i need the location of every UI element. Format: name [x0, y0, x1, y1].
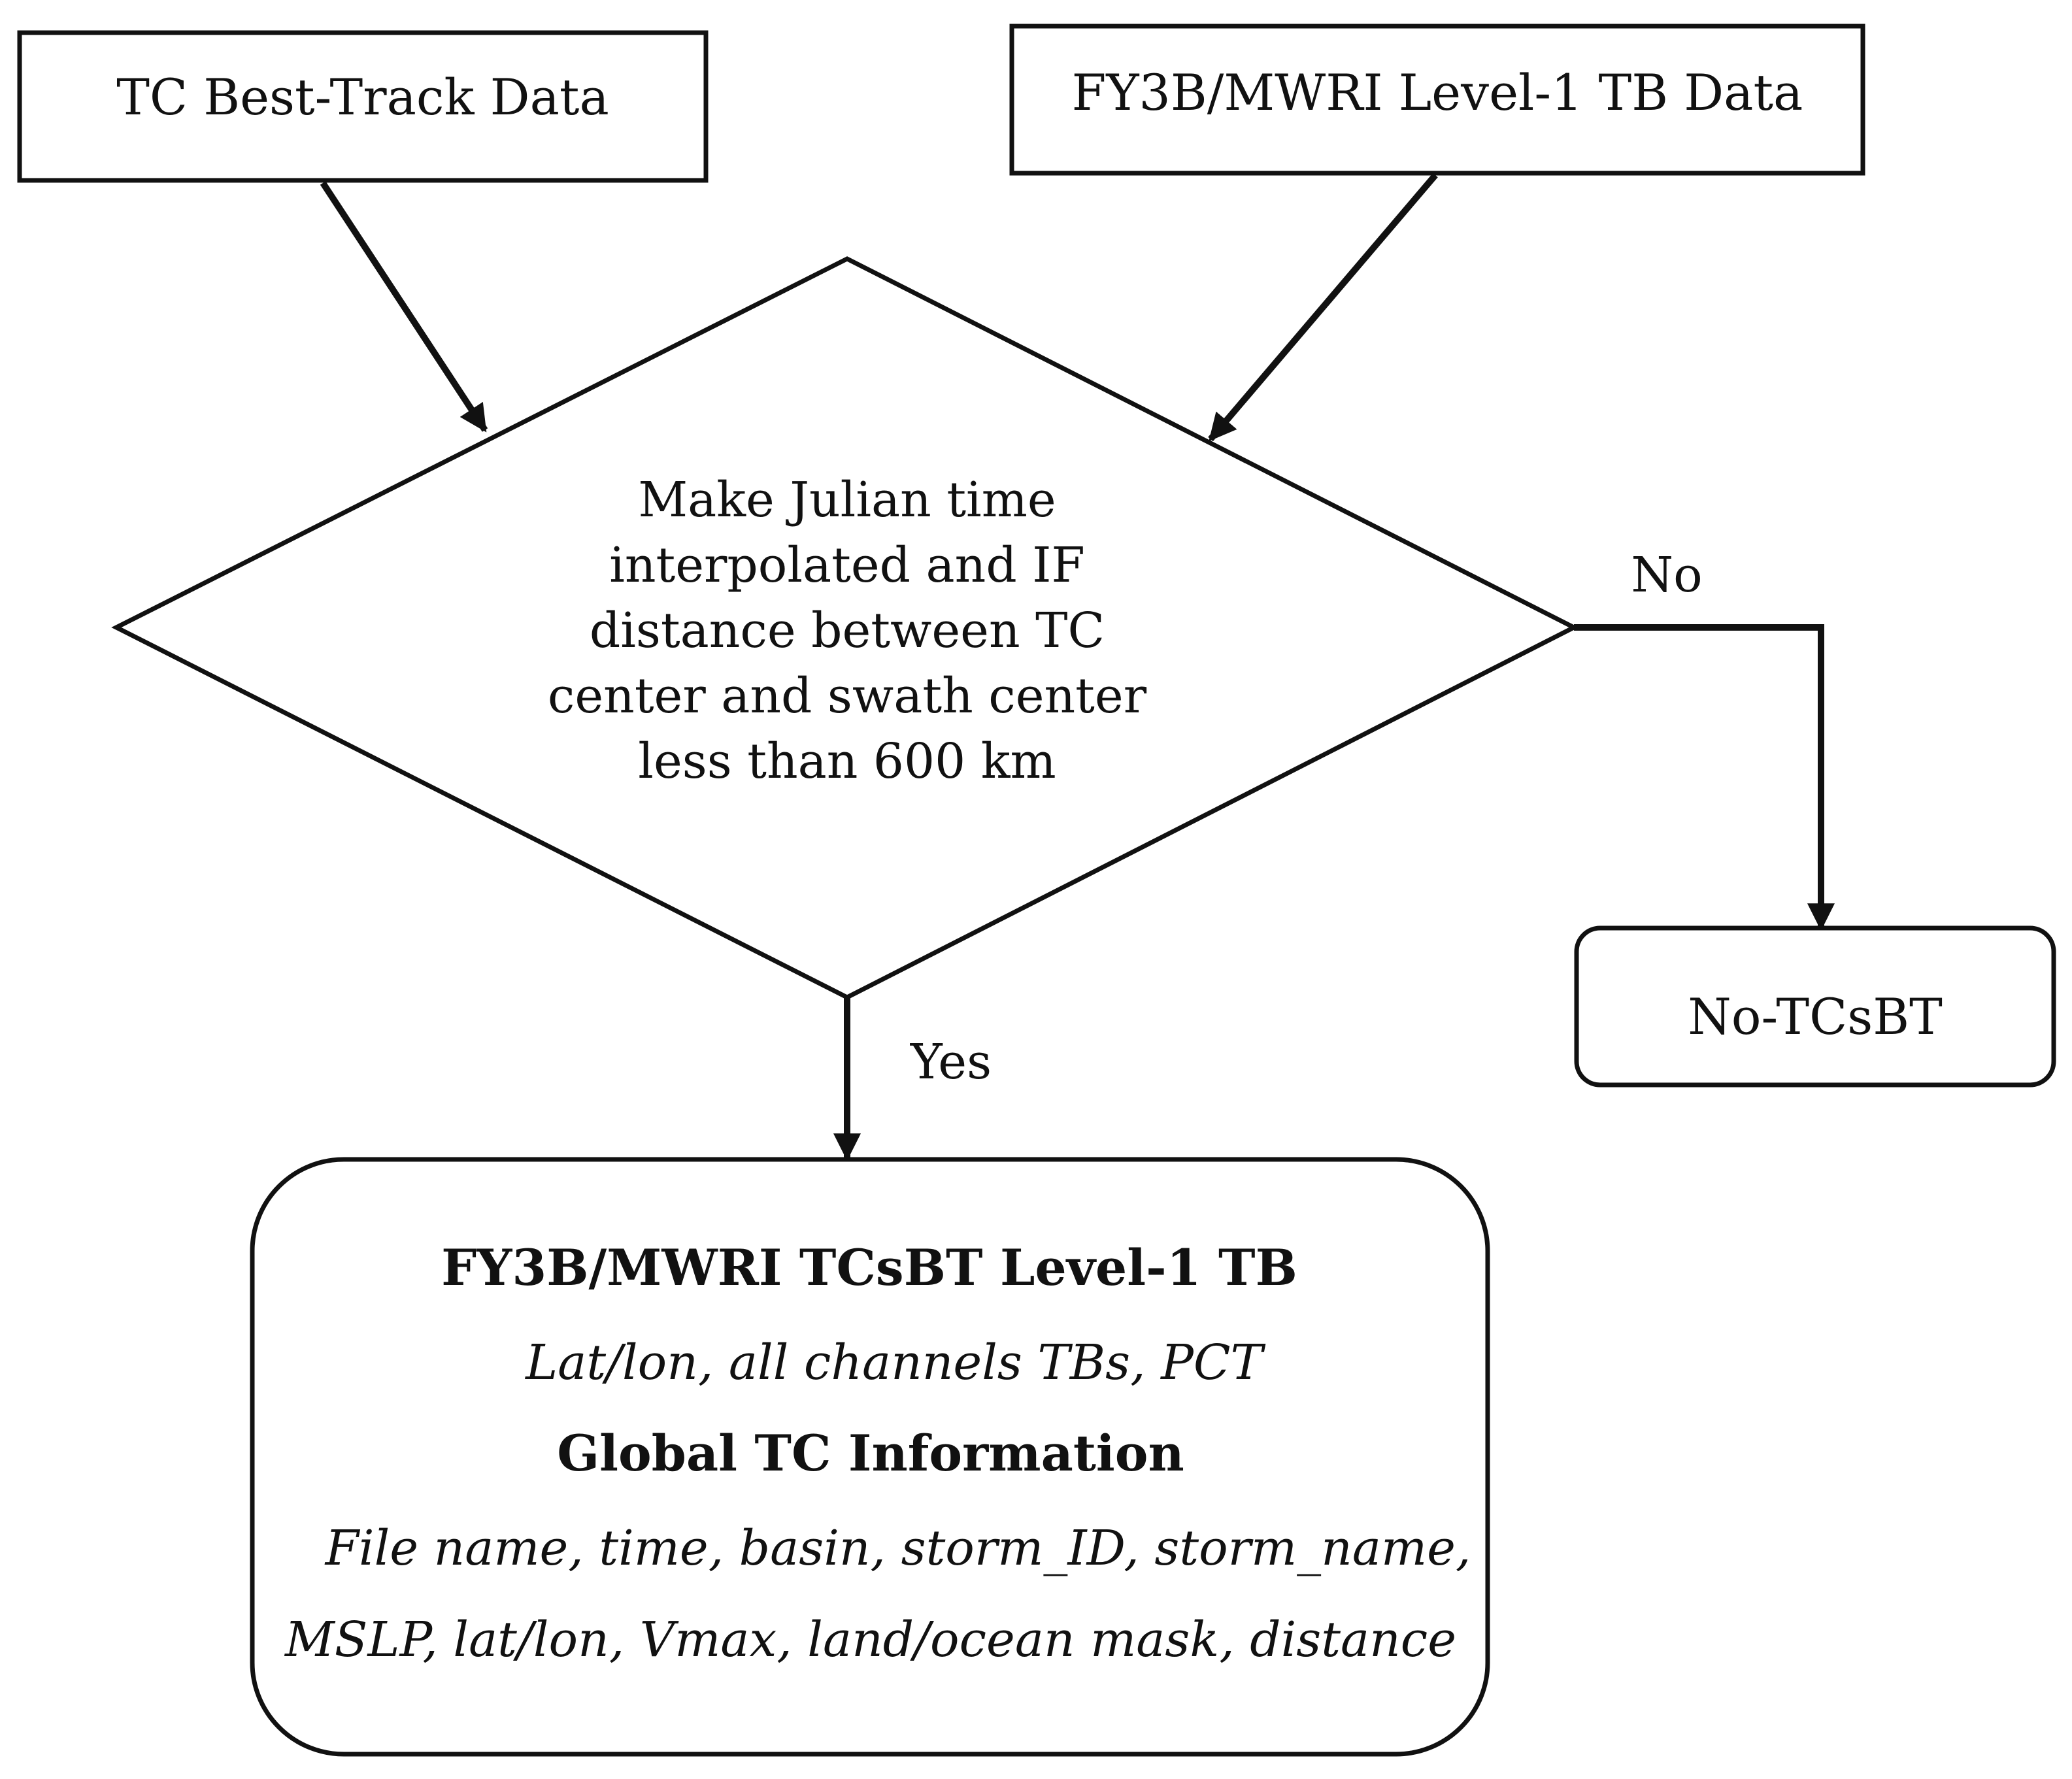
arrow-best-track-to-decision	[320, 181, 488, 433]
output-box	[250, 1157, 1490, 1757]
no-tcsbt-box	[1574, 925, 2056, 1088]
best-track-label: TC Best-Track Data	[116, 68, 609, 126]
output-detail-global-line2: MSLP, lat/lon, Vmax, land/ocean mask, di…	[284, 1612, 1456, 1668]
output-detail-tcsbt: Lat/lon, all channels TBs, PCT	[524, 1335, 1265, 1391]
yes-label: Yes	[910, 1034, 992, 1090]
decision-line-5: less than 600 km	[638, 733, 1056, 790]
decision-line-2: interpolated and IF	[609, 537, 1085, 593]
arrow-level1-to-decision	[1208, 173, 1438, 442]
output-heading-global: Global TC Information	[557, 1424, 1184, 1482]
arrow-no-branch	[1574, 624, 1835, 931]
best-track-box	[17, 30, 709, 183]
output-detail-global-line1: File name, time, basin, storm_ID, storm_…	[324, 1520, 1471, 1576]
decision-node: Make Julian time interpolated and IF dis…	[111, 256, 1579, 1000]
no-tcsbt-label: No-TCsBT	[1688, 988, 1943, 1046]
level1-data-box	[1009, 24, 1865, 176]
output-node: FY3B/MWRI TCsBT Level-1 TB Lat/lon, all …	[250, 1157, 1490, 1757]
output-heading-tcsbt: FY3B/MWRI TCsBT Level-1 TB	[441, 1239, 1297, 1297]
best-track-node: TC Best-Track Data	[17, 30, 709, 183]
level1-data-node: FY3B/MWRI Level-1 TB Data	[1009, 24, 1865, 176]
no-tcsbt-node: No-TCsBT	[1574, 925, 2056, 1088]
decision-line-4: center and swath center	[548, 668, 1147, 724]
decision-line-1: Make Julian time	[638, 472, 1056, 528]
level1-data-label: FY3B/MWRI Level-1 TB Data	[1072, 63, 1803, 122]
decision-line-3: distance between TC	[590, 603, 1105, 659]
no-label: No	[1631, 547, 1702, 603]
